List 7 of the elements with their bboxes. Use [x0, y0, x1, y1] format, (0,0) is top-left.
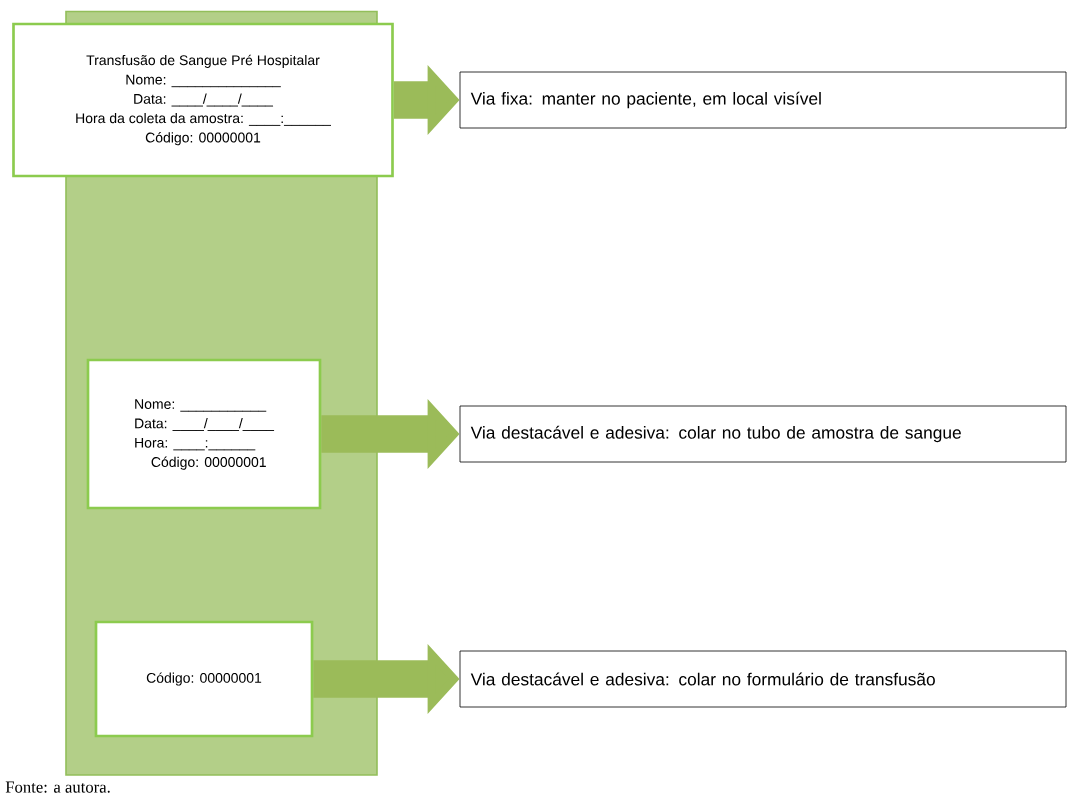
label-box: Código: 00000001 — [94, 620, 314, 738]
caption: Fonte: a autora. — [5, 781, 110, 793]
callout-box: Via destacável e adesiva: colar no tubo de amostra de sangue — [459, 405, 1067, 463]
callout-box: Via fixa: manter no paciente, em local visível — [459, 71, 1067, 129]
label-box: Nome: ___________ Data: ____/____/____ Hora: ____:______ Código: 00000001 — [86, 358, 322, 510]
label-box: Transfusão de Sangue Pré Hospitalar Nome: ______________ Data: ____/____/____ Hora da coleta da amostra: ____:______ Código: 00000001 — [12, 22, 394, 178]
callout-box: Via destacável e adesiva: colar no formulário de transfusão — [459, 650, 1067, 708]
